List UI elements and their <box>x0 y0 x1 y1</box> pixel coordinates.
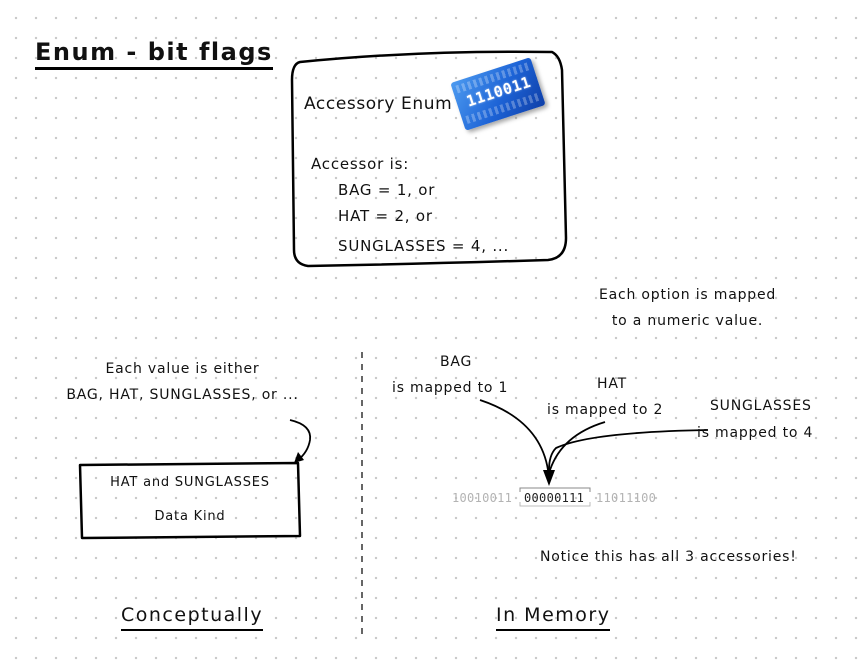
conceptual-note: Each value is either BAG, HAT, SUNGLASSE… <box>30 356 335 408</box>
enum-line-hat: HAT = 2, or <box>338 207 433 225</box>
mapping-note-line2: to a numeric value. <box>611 313 764 329</box>
hat-label: HAT <box>597 376 627 392</box>
byte-bracket <box>519 487 591 492</box>
enum-line-sunglasses: SUNGLASSES = 4, ... <box>338 237 510 255</box>
conceptual-note-line1: Each value is either <box>105 361 260 377</box>
mapping-note-line1: Each option is mapped <box>598 287 777 303</box>
enum-line-bag: BAG = 1, or <box>338 181 436 199</box>
sunglasses-arrow <box>548 429 709 471</box>
byte-accessories: 00000111 <box>524 491 585 505</box>
byte-next: 11011100 <box>596 491 657 505</box>
enum-box-outline <box>290 50 568 268</box>
conceptual-arrowhead <box>294 452 304 463</box>
data-kind-box-outline <box>78 461 302 540</box>
bag-arrow <box>479 399 549 471</box>
conceptual-arrow <box>289 419 312 461</box>
enum-box-title: Accessory Enum <box>304 94 453 114</box>
bag-mapping: is mapped to 1 <box>392 380 509 396</box>
sunglasses-mapping: is mapped to 4 <box>697 425 814 441</box>
bag-label: BAG <box>440 354 473 370</box>
mapping-note: Each option is mapped to a numeric value… <box>580 282 795 334</box>
hat-mapping: is mapped to 2 <box>547 402 664 418</box>
hat-arrow <box>549 421 606 471</box>
byte-arrowhead <box>543 470 555 486</box>
byte-previous: 10010011 <box>452 491 513 505</box>
page-title: Enum - bit flags <box>35 38 273 70</box>
conceptually-heading: Conceptually <box>121 603 264 631</box>
data-kind-value: HAT and SUNGLASSES <box>110 475 270 490</box>
conceptual-note-line2: BAG, HAT, SUNGLASSES, or ... <box>66 387 299 403</box>
data-kind-label: Data Kind <box>154 509 226 524</box>
in-memory-heading: In Memory <box>496 603 611 631</box>
sunglasses-label: SUNGLASSES <box>710 398 812 414</box>
enum-intro: Accessor is: <box>311 155 410 173</box>
notice-text: Notice this has all 3 accessories! <box>540 549 797 565</box>
byte-bracket-bottom <box>519 502 591 507</box>
